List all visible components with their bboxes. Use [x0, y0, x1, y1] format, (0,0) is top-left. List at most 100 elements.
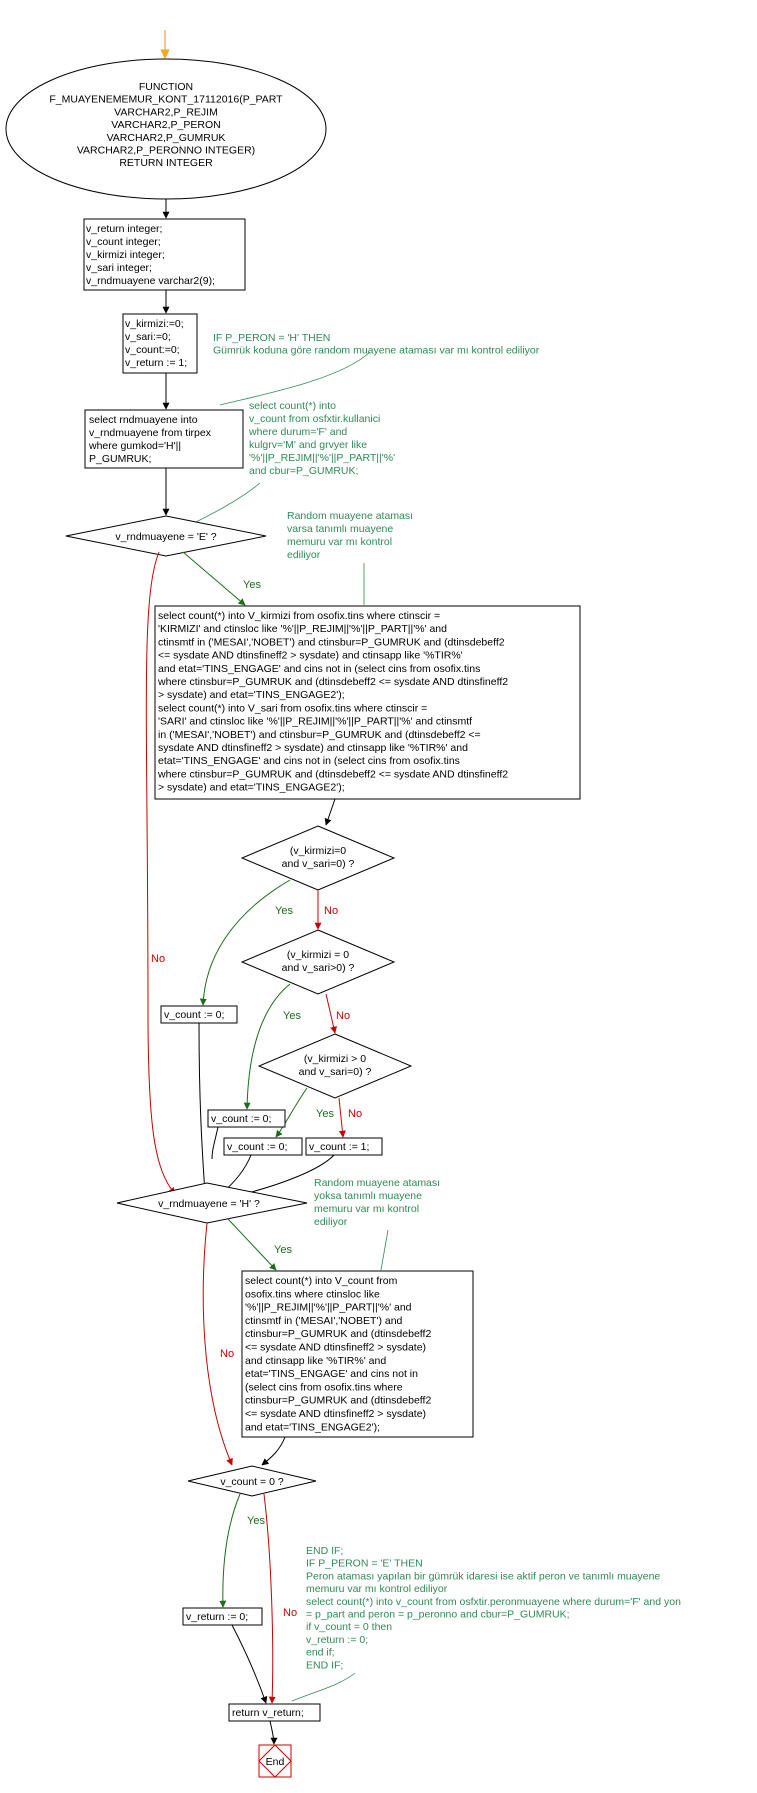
decision-rnd-e-text: v_rndmuayene = 'E' ? [115, 531, 216, 543]
label-h-no: No [220, 1348, 234, 1360]
text-line: where ctinsbur=P_GUMRUK and (dtinsdebeff… [157, 676, 508, 688]
label-d3-yes: Yes [316, 1108, 334, 1120]
text-line: END IF; [306, 1659, 343, 1671]
text-line: F_MUAYENEMEMUR_KONT_17112016(P_PART [49, 94, 283, 106]
text-line: etat='TINS_ENGAGE' and cins not in (sele… [158, 755, 460, 767]
text-line: 'SARI' and ctinsloc like '%'||P_REJIM||'… [158, 716, 472, 728]
decision-rnd-h-text: v_rndmuayene = 'H' ? [158, 1198, 260, 1210]
label-count-yes: Yes [247, 1515, 265, 1527]
assign-count-zero-a: v_count := 0; [160, 1005, 238, 1024]
text-line: etat='TINS_ENGAGE' and cins not in [245, 1368, 418, 1380]
init-text: v_kirmizi:=0;v_sari:=0;v_count:=0;v_retu… [125, 318, 187, 369]
text-line: varsa tanımlı muayene [287, 523, 393, 535]
text-line: v_return := 1; [125, 357, 187, 369]
end-text: End [266, 1756, 285, 1768]
text-line: Peron ataması yapılan bir gümrük idaresi… [306, 1570, 660, 1582]
text-line: = p_part and peron = p_peronno and cbur=… [306, 1609, 570, 1621]
text-line: ctinsbur=P_GUMRUK and (dtinsdebeff2 [245, 1395, 431, 1407]
text-line: select rndmuayene into [89, 414, 198, 426]
text-line: where durum='F' and [248, 426, 347, 438]
decision-rnd-h: v_rndmuayene = 'H' ? [116, 1182, 308, 1224]
assign-b-text: v_count := 0; [211, 1113, 271, 1125]
text-line: FUNCTION [139, 81, 193, 93]
decision-count-zero: v_count = 0 ? [187, 1465, 317, 1497]
select-counts-node: select count(*) into V_kirmizi from osof… [154, 605, 581, 800]
text-line: Random muayene ataması [314, 1177, 440, 1189]
text-line: select count(*) into V_count from [245, 1275, 398, 1287]
text-line: > sysdate) and etat='TINS_ENGAGE2'); [158, 782, 345, 794]
edge-count-yes [219, 1493, 241, 1608]
text-line: kulgrv='M' and grvyer like [249, 439, 367, 451]
label-d1-yes: Yes [275, 905, 293, 917]
text-line: v_count:=0; [125, 344, 180, 356]
text-line: and cbur=P_GUMRUK; [249, 465, 358, 477]
text-line: END IF; [306, 1545, 343, 1557]
text-line: v_return integer; [86, 223, 162, 235]
select-counts-text: select count(*) into V_kirmizi from osof… [157, 610, 508, 794]
text-line: select count(*) into V_sari from osofix.… [158, 702, 427, 714]
text-line: v_rndmuayene from tirpex [89, 427, 212, 439]
text-line: in ('MESAI','NOBET') and ctinsbur=P_GUMR… [158, 729, 481, 741]
text-line: Random muayene ataması [287, 510, 413, 522]
return-text: return v_return; [232, 1707, 304, 1719]
text-line: if v_count = 0 then [306, 1621, 392, 1633]
edge-e-yes [182, 551, 246, 606]
text-line: v_rndmuayene varchar2(9); [86, 275, 215, 287]
text-line: VARCHAR2,P_REJIM [114, 106, 218, 118]
decision-rnd-e: v_rndmuayene = 'E' ? [65, 515, 267, 557]
label-d3-no: No [348, 1108, 362, 1120]
assign-d-text: v_count := 1; [309, 1141, 369, 1153]
text-line: and v_sari>0) ? [282, 962, 355, 974]
text-line: and etat='TINS_ENGAGE2'); [245, 1421, 380, 1433]
text-line: memuru var mı kontrol [287, 536, 392, 548]
text-line: v_kirmizi integer; [86, 249, 165, 261]
edge-d3-yes [275, 1087, 308, 1138]
init-node: v_kirmizi:=0;v_sari:=0;v_count:=0;v_retu… [122, 313, 198, 374]
text-line: where ctinsbur=P_GUMRUK and (dtinsdebeff… [157, 768, 508, 780]
edge-d2-yes [243, 983, 291, 1110]
text-line: IF P_PERON = 'H' THEN [213, 332, 330, 344]
assign-return-zero: v_return := 0; [182, 1607, 263, 1626]
text-line: (v_kirmizi = 0 [287, 949, 349, 961]
text-line: <= sysdate AND dtinsfineff2 > sysdate) a… [158, 650, 463, 662]
text-line: ediliyor [314, 1216, 348, 1228]
text-line: (v_kirmizi > 0 [304, 1053, 366, 1065]
text-line: v_count from osfxtir.kullanici [249, 413, 380, 425]
text-line: and v_sari=0) ? [282, 858, 355, 870]
text-line: select count(*) into V_kirmizi from osof… [158, 610, 440, 622]
label-e-yes: Yes [243, 579, 261, 591]
text-line: ctinsbur=P_GUMRUK and (dtinsdebeff2 [245, 1328, 431, 1340]
text-line: '%'||P_REJIM||'%'||P_PART||'%' and [245, 1302, 412, 1314]
text-line: '%'||P_REJIM||'%'||P_PART||'%' [249, 452, 395, 464]
text-line: ediliyor [287, 549, 321, 561]
text-line: ctinsmtf in ('MESAI','NOBET') and [245, 1315, 403, 1327]
text-line: yoksa tanımlı muayene [314, 1190, 422, 1202]
edge-d1-yes [199, 879, 291, 1006]
declarations-node: v_return integer;v_count integer;v_kirmi… [83, 218, 246, 291]
text-line: v_count integer; [86, 236, 161, 248]
return-node: return v_return; [228, 1703, 321, 1722]
text-line: Gümrük koduna göre random muayene atamas… [213, 345, 540, 357]
text-line: select count(*) into v_count from osfxti… [306, 1596, 681, 1608]
label-count-no: No [283, 1607, 297, 1619]
assign-c-text: v_count := 0; [227, 1141, 287, 1153]
text-line: v_kirmizi:=0; [125, 318, 184, 330]
label-e-no: No [151, 953, 165, 965]
text-line: memuru var mı kontrol [314, 1203, 419, 1215]
text-line: VARCHAR2,P_PERONNO INTEGER) [77, 145, 255, 157]
edge-count-no [263, 1493, 276, 1704]
